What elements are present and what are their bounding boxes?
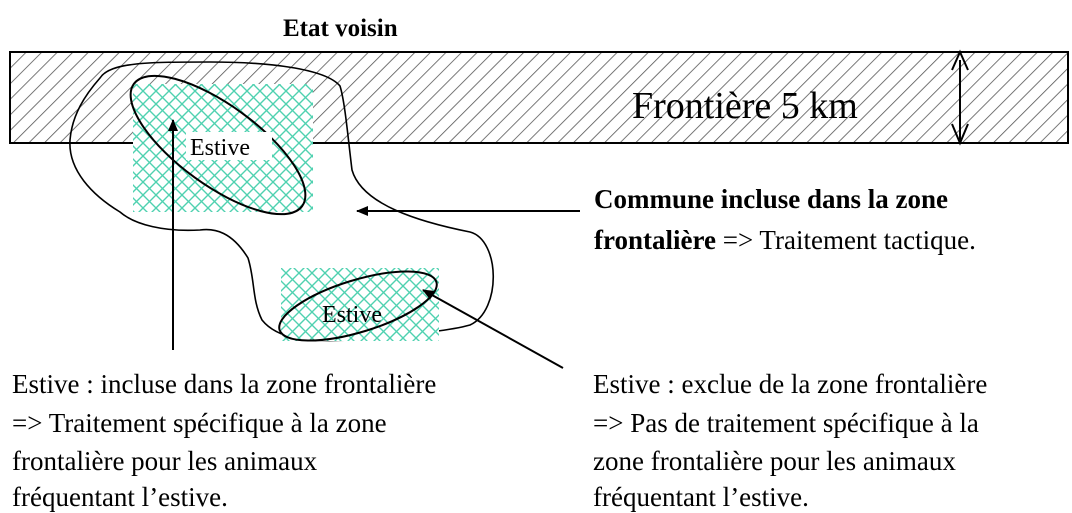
estive-top-outline [129, 74, 307, 216]
neighbor-state-title: Etat voisin [283, 15, 398, 42]
commune-note-line2-rest: => Traitement tactique. [716, 225, 976, 255]
left-note-line3: frontalière pour les animaux [12, 446, 318, 476]
border-zone-label: Frontière 5 km [632, 85, 858, 127]
band-width-arrowhead-bottom [951, 123, 969, 146]
estive-top-label-bg [186, 132, 272, 160]
right-note-line2: => Pas de traitement spécifique à la [593, 408, 979, 438]
estive-bottom-label: Estive [322, 302, 382, 328]
right-note-line3: zone frontalière pour les animaux [593, 446, 956, 476]
right-note-line4: fréquentant l’estive. [593, 482, 809, 512]
commune-note-line1: Commune incluse dans la zone [594, 184, 948, 214]
left-note-line4: fréquentant l’estive. [12, 482, 228, 512]
arrow-right-to-bottom-estive [422, 289, 564, 369]
estive-bottom-outline [278, 270, 438, 342]
right-note-line1: Estive : exclue de la zone frontalière [593, 369, 987, 399]
left-note-line1: Estive : incluse dans la zone frontalièr… [12, 369, 436, 399]
band-width-arrowhead-top [951, 49, 969, 71]
commune-note-line2: frontalière => Traitement tactique. [594, 225, 976, 255]
estive-bottom-area [281, 268, 439, 341]
commune-note-line2-bold: frontalière [594, 225, 716, 255]
estive-top-label: Estive [190, 135, 250, 161]
left-note-line2: => Traitement spécifique à la zone [12, 408, 387, 438]
